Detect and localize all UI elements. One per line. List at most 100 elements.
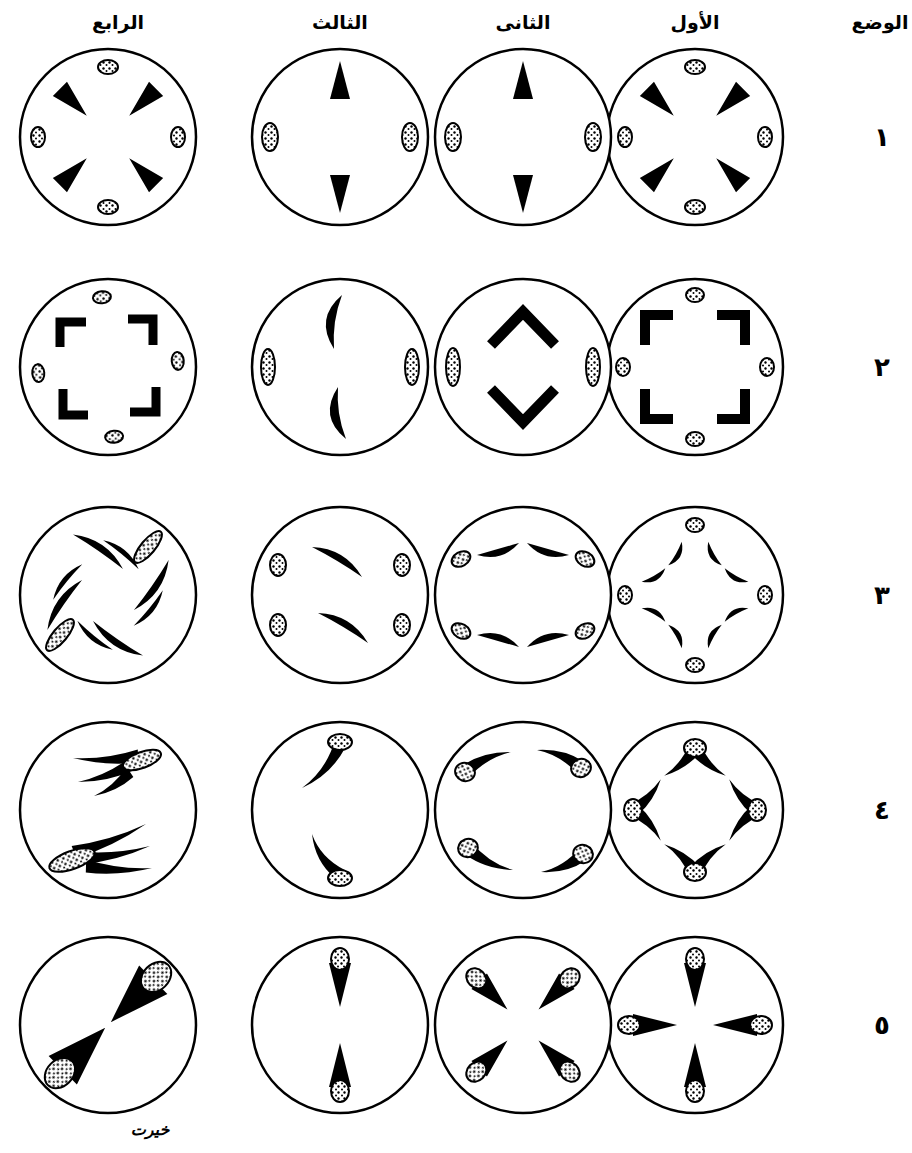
cell-outline bbox=[20, 49, 196, 225]
chromosome bbox=[640, 158, 674, 192]
nucleus bbox=[685, 200, 705, 214]
chromosome bbox=[642, 608, 666, 622]
nucleus bbox=[171, 351, 185, 370]
nucleus bbox=[684, 863, 706, 881]
nucleus bbox=[130, 527, 166, 567]
row-number: ٢ bbox=[874, 353, 890, 382]
chromosome bbox=[73, 534, 123, 569]
nucleus bbox=[394, 554, 410, 576]
nucleus bbox=[462, 964, 490, 992]
row-number: ١ bbox=[874, 123, 890, 152]
nucleus bbox=[686, 432, 704, 446]
cell-outline bbox=[435, 49, 611, 225]
cell-figure bbox=[20, 722, 196, 898]
chromosome bbox=[645, 315, 673, 345]
nucleus bbox=[618, 1016, 640, 1034]
nucleus bbox=[686, 948, 704, 970]
chromosome bbox=[326, 295, 342, 349]
cell-outline bbox=[252, 937, 428, 1113]
cell-outline bbox=[607, 722, 783, 898]
chromosome bbox=[330, 61, 350, 99]
nucleus bbox=[32, 364, 46, 383]
chromosome bbox=[130, 387, 156, 412]
cell-outline bbox=[20, 937, 196, 1113]
cell-figure bbox=[607, 937, 783, 1113]
nucleus bbox=[760, 358, 774, 376]
chromosome bbox=[53, 564, 82, 599]
chromosome bbox=[642, 568, 666, 582]
nucleus bbox=[750, 1016, 772, 1034]
cell-figure bbox=[20, 279, 196, 455]
chromosome bbox=[513, 61, 533, 99]
chromosome bbox=[668, 625, 682, 649]
cell-figure bbox=[20, 937, 196, 1113]
cell-outline bbox=[252, 49, 428, 225]
nucleus bbox=[616, 358, 630, 376]
cell-figure bbox=[252, 279, 428, 455]
nucleus bbox=[573, 548, 597, 570]
nucleus bbox=[92, 291, 111, 305]
chromosome bbox=[86, 860, 152, 874]
signature: خيرت bbox=[131, 1121, 170, 1139]
chromosome bbox=[93, 621, 143, 656]
chromosome bbox=[708, 542, 722, 566]
nucleus bbox=[449, 620, 473, 642]
chromosome bbox=[725, 568, 749, 582]
chromosome bbox=[527, 543, 569, 557]
cell-outline bbox=[435, 937, 611, 1113]
cell-outline bbox=[435, 722, 611, 898]
chromosome bbox=[645, 389, 673, 419]
nucleus bbox=[98, 60, 118, 74]
nucleus bbox=[624, 799, 642, 821]
chromosome bbox=[491, 312, 555, 345]
chromosome bbox=[129, 158, 163, 192]
nucleus bbox=[98, 200, 118, 214]
nucleus bbox=[105, 430, 124, 444]
cell-figure bbox=[20, 507, 196, 683]
chromosome bbox=[716, 82, 750, 116]
chromosome bbox=[53, 158, 87, 192]
nucleus bbox=[445, 123, 461, 151]
row-number: ٥ bbox=[874, 1011, 890, 1040]
nucleus bbox=[120, 746, 163, 775]
nucleus bbox=[331, 948, 349, 970]
cell-figure bbox=[435, 49, 611, 225]
nucleus bbox=[402, 123, 418, 151]
cell-outline bbox=[252, 279, 428, 455]
nucleus bbox=[42, 615, 78, 655]
nucleus bbox=[456, 836, 481, 860]
cell-figure bbox=[607, 49, 783, 225]
nucleus bbox=[684, 739, 706, 757]
chromosome bbox=[708, 625, 722, 649]
nucleus bbox=[262, 123, 278, 151]
cell-outline bbox=[20, 507, 196, 683]
nucleus bbox=[328, 734, 352, 750]
cell-outline bbox=[252, 722, 428, 898]
chromosome bbox=[63, 389, 88, 415]
nucleus bbox=[135, 956, 177, 998]
chromosome bbox=[477, 543, 519, 557]
chromosome bbox=[716, 158, 750, 192]
nucleus bbox=[573, 620, 597, 642]
nucleus bbox=[748, 799, 766, 821]
cell-outline bbox=[20, 722, 196, 898]
nucleus bbox=[446, 348, 460, 386]
cell-figure bbox=[607, 507, 783, 683]
nucleus bbox=[556, 964, 584, 992]
column-header: الأول bbox=[671, 12, 720, 33]
nucleus bbox=[586, 348, 600, 386]
nucleus bbox=[686, 288, 704, 302]
cell-figure bbox=[252, 507, 428, 683]
nucleus bbox=[571, 842, 596, 866]
chromosome bbox=[640, 82, 674, 116]
chromosome bbox=[318, 613, 368, 643]
cell-outline bbox=[435, 507, 611, 683]
column-header: الثالث bbox=[312, 12, 368, 33]
chromosome bbox=[330, 175, 350, 213]
nucleus bbox=[39, 1052, 81, 1094]
chromosome bbox=[53, 82, 87, 116]
nucleus bbox=[585, 123, 601, 151]
cell-figure bbox=[607, 722, 783, 898]
cell-figure bbox=[435, 722, 611, 898]
